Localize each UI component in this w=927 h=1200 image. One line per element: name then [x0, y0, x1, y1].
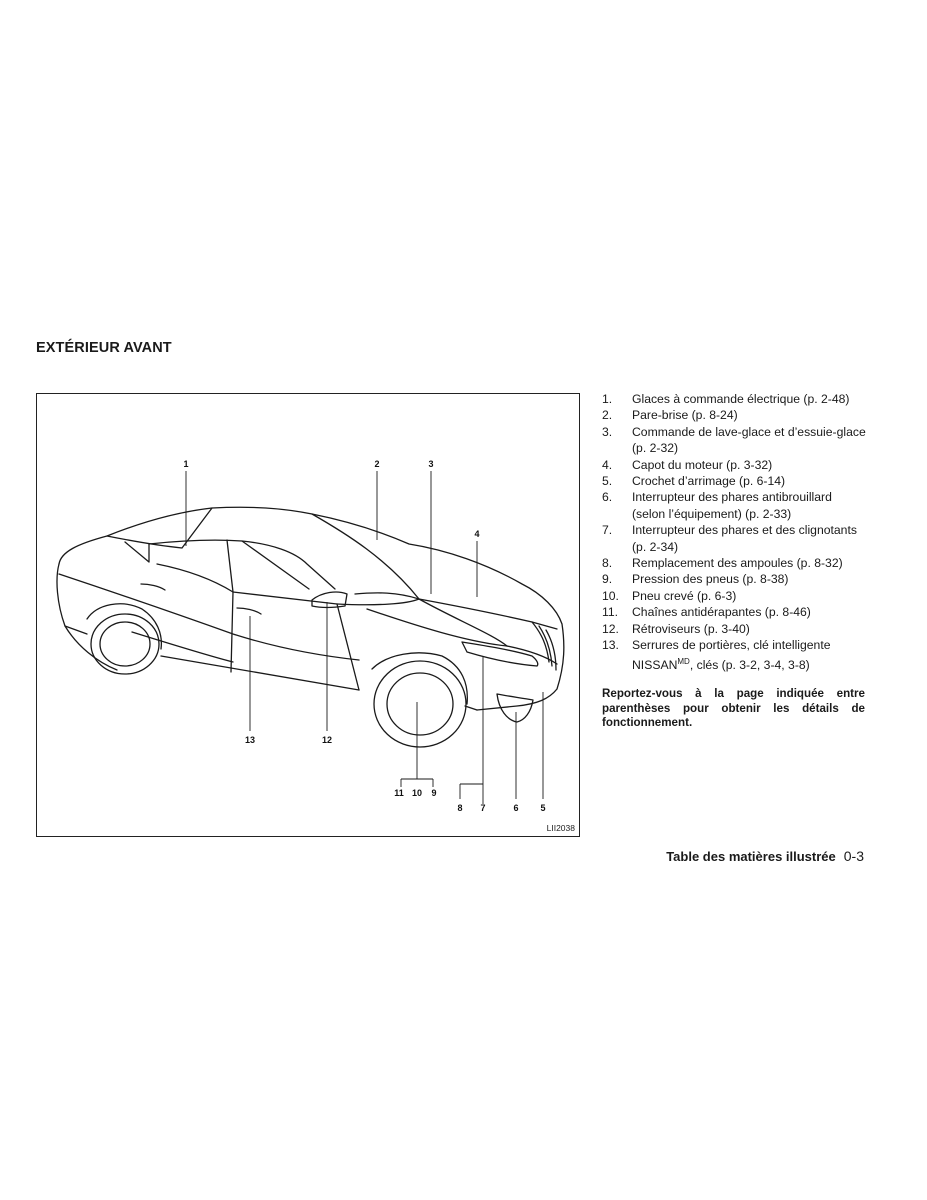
item-number: 11.: [602, 605, 619, 620]
item-number: 6.: [602, 490, 613, 505]
callout-8: 8: [457, 803, 462, 813]
item-text: Pression des pneus (p. 8-38): [632, 572, 789, 587]
list-item: 6. Interrupteur des phares antibrouillard…: [602, 489, 868, 522]
item-text: Rétroviseurs (p. 3-40): [632, 621, 750, 636]
figure-id: LII2038: [546, 823, 575, 833]
item-text: Glaces à commande électrique (p. 2-48): [632, 392, 850, 406]
list-item: 7. Interrupteur des phares et des clignot…: [602, 522, 868, 555]
component-list: 1. Glaces à commande électrique (p. 2-48)…: [602, 391, 868, 673]
item-number: 4.: [602, 457, 613, 472]
vehicle-exterior-figure: 1 2 3 4 13 12 11 10 9 8 7 6 5 LII2038: [36, 393, 580, 837]
item-text-start: Serrures de portières, clé intelligente …: [632, 638, 831, 672]
list-item: 3. Commande de lave-glace et d’essuie-gla…: [602, 424, 868, 457]
item-text: Pare-brise (p. 8-24): [632, 408, 738, 423]
item-number: 5.: [602, 474, 613, 489]
callout-12: 12: [322, 735, 332, 745]
callout-11: 11: [394, 788, 404, 798]
callout-4: 4: [474, 529, 479, 539]
callout-9: 9: [431, 788, 436, 798]
item-text: Serrures de portières, clé intelligente …: [632, 637, 868, 673]
item-text: Commande de lave-glace et d’essuie-glace…: [632, 424, 866, 456]
callout-3: 3: [428, 459, 433, 469]
callout-13: 13: [245, 735, 255, 745]
item-text: Interrupteur des phares et des clignotan…: [632, 523, 857, 554]
page-number: 0-3: [843, 848, 864, 864]
item-text: Capot du moteur (p. 3-32): [632, 457, 773, 472]
item-text: Remplacement des ampoules (p. 8-32): [632, 556, 843, 571]
page-footer: Table des matières illustrée 0-3: [666, 848, 864, 864]
item-number: 13.: [602, 638, 619, 653]
callout-1: 1: [183, 459, 188, 469]
footer-section-title: Table des matières illustrée: [666, 849, 836, 864]
car-illustration: 1 2 3 4 13 12 11 10 9 8 7 6 5: [56, 459, 565, 813]
callout-6: 6: [513, 803, 518, 813]
item-number: 10.: [602, 588, 619, 603]
item-text: Interrupteur des phares antibrouillard (…: [632, 490, 832, 521]
list-item: 1. Glaces à commande électrique (p. 2-48): [602, 391, 868, 407]
item-text: Chaînes antidérapantes (p. 8-46): [632, 605, 811, 620]
item-number: 8.: [602, 556, 613, 571]
item-number: 9.: [602, 572, 613, 587]
callout-5: 5: [540, 803, 545, 813]
list-item: 10. Pneu crevé (p. 6-3): [602, 588, 868, 604]
list-item: 9. Pression des pneus (p. 8-38): [602, 571, 868, 587]
list-item: 5. Crochet d’arrimage (p. 6-14): [602, 473, 868, 489]
callout-2: 2: [374, 459, 379, 469]
list-item: 11. Chaînes antidérapantes (p. 8-46): [602, 604, 868, 620]
item-number: 1.: [602, 392, 613, 406]
callout-10: 10: [412, 788, 422, 798]
item-text-end: , clés (p. 3-2, 3-4, 3-8): [689, 657, 810, 672]
page-title: EXTÉRIEUR AVANT: [36, 340, 172, 356]
item-number: 12.: [602, 621, 619, 636]
item-text: Pneu crevé (p. 6-3): [632, 588, 737, 603]
list-item: 12. Rétroviseurs (p. 3-40): [602, 621, 868, 637]
reference-note: Reportez-vous à la page indiquée entre p…: [602, 687, 865, 730]
item-number: 7.: [602, 523, 613, 538]
list-item: 4. Capot du moteur (p. 3-32): [602, 457, 868, 473]
list-item: 13. Serrures de portières, clé intelligen…: [602, 637, 868, 673]
list-item: 8. Remplacement des ampoules (p. 8-32): [602, 555, 868, 571]
item-number: 2.: [602, 408, 613, 423]
list-item: 2. Pare-brise (p. 8-24): [602, 407, 868, 423]
item-text: Crochet d’arrimage (p. 6-14): [632, 474, 786, 489]
trademark-superscript: MD: [677, 656, 690, 666]
item-number: 3.: [602, 424, 613, 439]
callout-7: 7: [480, 803, 485, 813]
